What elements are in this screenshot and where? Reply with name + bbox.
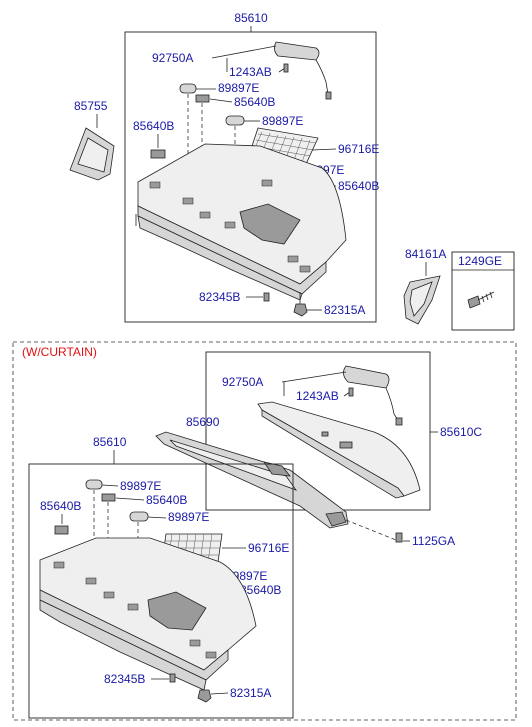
lower-assembly: (W/CURTAIN) 85610C 92750A 1243AB 85690 1… <box>12 341 517 721</box>
label-85610-lower[interactable]: 85610 <box>93 435 127 449</box>
label-85755[interactable]: 85755 <box>74 99 108 113</box>
label-82345b[interactable]: 82345B <box>199 290 240 304</box>
label-92750a-lower[interactable]: 92750A <box>222 375 263 389</box>
upper-frame <box>124 31 377 323</box>
label-85640b-lower-b[interactable]: 85640B <box>40 499 81 513</box>
label-85640b-c[interactable]: 85640B <box>338 179 379 193</box>
pad-89897e-a <box>179 83 197 94</box>
label-84161a[interactable]: 84161A <box>405 247 446 261</box>
nut-82315a <box>293 303 308 317</box>
screw-1249ge <box>467 291 495 309</box>
label-85640b-lower-a[interactable]: 85640B <box>146 493 187 507</box>
curtain-variant-frame <box>12 341 517 721</box>
label-89897e-lower-a[interactable]: 89897E <box>120 479 161 493</box>
tray-frame-lower <box>28 463 294 719</box>
label-85610-top[interactable]: 85610 <box>234 11 268 25</box>
lamp-screw <box>283 63 289 73</box>
label-85640b-a[interactable]: 85640B <box>234 95 275 109</box>
label-82315a[interactable]: 82315A <box>324 303 365 317</box>
label-82315a-lower[interactable]: 82315A <box>230 686 271 700</box>
screw-1125ga <box>395 532 403 543</box>
label-85610c[interactable]: 85610C <box>440 425 482 439</box>
label-89897e-a[interactable]: 89897E <box>218 81 259 95</box>
label-85640b-b[interactable]: 85640B <box>133 119 174 133</box>
screw-box-1249ge <box>451 251 515 331</box>
lamp-connector <box>325 91 332 100</box>
label-89897e-lower-b[interactable]: 89897E <box>168 510 209 524</box>
label-82345b-lower[interactable]: 82345B <box>104 672 145 686</box>
variant-label: (W/CURTAIN) <box>22 345 97 359</box>
label-1243ab-lower[interactable]: 1243AB <box>296 389 339 403</box>
label-92750a[interactable]: 92750A <box>152 51 193 65</box>
label-96716e[interactable]: 96716E <box>338 142 379 156</box>
label-89897e-b[interactable]: 89897E <box>262 114 303 128</box>
pad-89897e-b <box>225 115 245 126</box>
clip-85640b-a <box>195 94 210 103</box>
label-96716e-lower[interactable]: 96716E <box>248 541 289 555</box>
high-mount-lamp <box>274 41 320 61</box>
label-85690[interactable]: 85690 <box>186 415 220 429</box>
label-1243ab[interactable]: 1243AB <box>229 65 272 79</box>
bolt-82345b <box>263 292 270 302</box>
upper-assembly: 85610 92750A 1243AB 85755 89897E 85640B … <box>69 11 515 331</box>
clip-85640b-b <box>150 149 166 159</box>
high-mount-lamp-lower <box>343 365 390 389</box>
label-85640b-lower-c[interactable]: 85640B <box>240 583 281 597</box>
label-1125ga[interactable]: 1125GA <box>412 534 455 548</box>
label-1249ge[interactable]: 1249GE <box>458 254 502 268</box>
